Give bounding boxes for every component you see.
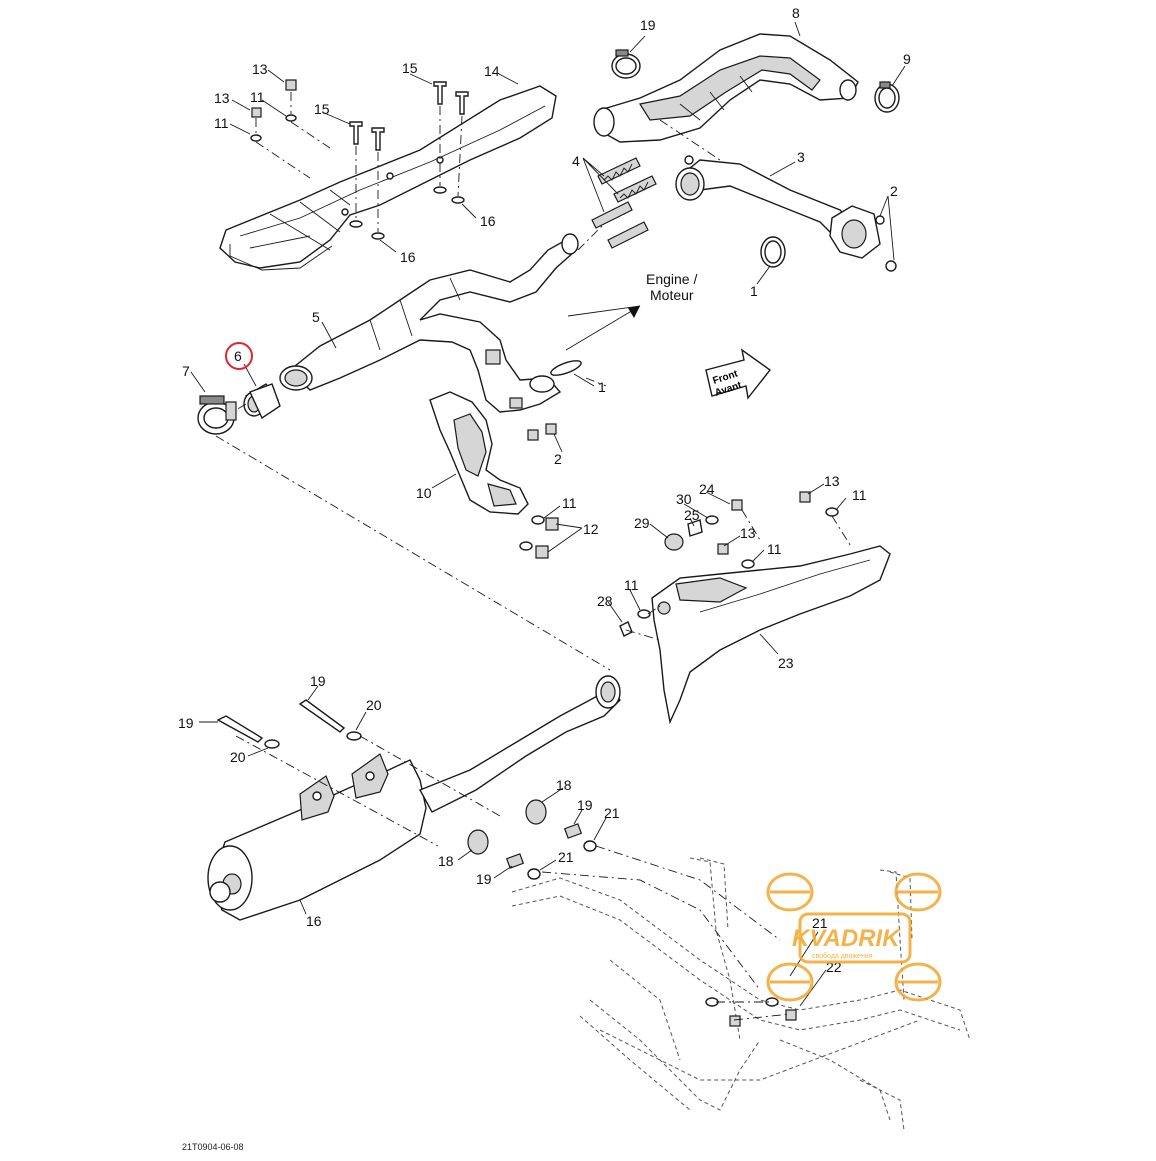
vehicle-frame bbox=[511, 857, 971, 1131]
hose-clamp-9-right bbox=[874, 81, 900, 113]
callout-2: 2 bbox=[554, 451, 562, 467]
callout-23: 21 bbox=[558, 849, 574, 865]
callout-19: 18 bbox=[438, 853, 454, 869]
callout-14: 14 bbox=[484, 63, 500, 79]
gasket-1-lower bbox=[550, 360, 582, 376]
callout-11: 11 bbox=[562, 495, 577, 511]
engine-label-fr: Moteur bbox=[650, 287, 694, 303]
bolt-set-21-22 bbox=[216, 699, 362, 749]
front-pipe-5 bbox=[279, 233, 579, 413]
callout-15: 15 bbox=[402, 60, 418, 76]
watermark-brand: KVADRIK bbox=[792, 925, 901, 952]
highlight-callout-6: 6 bbox=[225, 342, 253, 370]
assembly-lines bbox=[215, 119, 791, 1021]
callout-19: 18 bbox=[556, 777, 572, 793]
header-pipe-3 bbox=[675, 155, 897, 272]
heat-shield-25 bbox=[651, 545, 891, 725]
callout-20: 19 bbox=[476, 871, 492, 887]
callout-11: 11 bbox=[214, 115, 229, 131]
callout-26: 24 bbox=[699, 481, 715, 497]
callout-18: 16 bbox=[306, 913, 322, 929]
exhaust-clamp-7 bbox=[197, 395, 237, 435]
callout-10: 10 bbox=[416, 485, 432, 501]
callout-4: 4 bbox=[572, 153, 580, 169]
callout-9: 9 bbox=[903, 51, 911, 67]
callout-2: 2 bbox=[890, 183, 898, 199]
sleeve-6 bbox=[243, 383, 281, 420]
callout-8: 8 bbox=[792, 5, 800, 21]
fastener-set-25-right bbox=[619, 491, 853, 637]
fastener-set-13-11-left bbox=[250, 79, 331, 179]
callout-7: 7 bbox=[182, 363, 190, 379]
callout-12: 12 bbox=[583, 521, 599, 537]
nut-set-2-mid bbox=[527, 423, 557, 441]
bolt-set-15-16 bbox=[349, 81, 469, 240]
kvadrik-watermark: KVADRIK свобода движения bbox=[766, 872, 942, 1002]
callout-1: 1 bbox=[750, 283, 758, 299]
heat-shield-14 bbox=[219, 85, 557, 271]
callout-15: 15 bbox=[314, 101, 330, 117]
callout-5: 5 bbox=[312, 309, 320, 325]
callout-11: 11 bbox=[250, 89, 265, 105]
front-direction-arrow: Front Avant bbox=[705, 348, 772, 400]
callout-30: 30 bbox=[676, 491, 692, 507]
callout-13: 13 bbox=[214, 90, 230, 106]
callout-21: 19 bbox=[178, 715, 194, 731]
callout-3: 3 bbox=[797, 149, 805, 165]
callout-9: 19 bbox=[640, 17, 656, 33]
callout-16: 16 bbox=[480, 213, 496, 229]
engine-direction-label: Engine / Moteur bbox=[565, 271, 697, 351]
engine-label: Engine / bbox=[646, 271, 697, 287]
watermark-tagline: свобода движения bbox=[812, 952, 873, 960]
callout-1: 1 bbox=[598, 379, 606, 395]
callout-22: 20 bbox=[230, 749, 246, 765]
callout-13: 13 bbox=[824, 473, 840, 489]
callout-27: 25 bbox=[684, 507, 700, 523]
callout-23: 21 bbox=[812, 915, 828, 931]
callout-28: 28 bbox=[597, 593, 613, 609]
callout-23: 21 bbox=[604, 805, 620, 821]
mount-set-19-20-23 bbox=[467, 799, 597, 880]
callout-11: 11 bbox=[624, 577, 639, 593]
callout-11: 11 bbox=[767, 541, 782, 557]
callout-20: 19 bbox=[577, 797, 593, 813]
gasket-1-upper bbox=[760, 236, 786, 268]
fastener-set-11-12 bbox=[519, 515, 559, 559]
heat-shield-10 bbox=[429, 391, 529, 515]
callout-22: 20 bbox=[366, 697, 382, 713]
muffler-18 bbox=[207, 675, 621, 921]
springs-4 bbox=[591, 157, 657, 249]
callout-6: 6 bbox=[234, 348, 242, 364]
callout-11: 11 bbox=[852, 487, 867, 503]
diagram-code: 21T0904-06-08 bbox=[182, 1142, 244, 1152]
hose-clamp-9-left bbox=[611, 49, 641, 79]
callout-21: 19 bbox=[310, 673, 326, 689]
callout-16: 16 bbox=[400, 249, 416, 265]
callout-leaders bbox=[190, 21, 906, 1007]
callout-13: 13 bbox=[252, 61, 268, 77]
callout-13: 13 bbox=[740, 525, 756, 541]
callout-25: 23 bbox=[778, 655, 794, 671]
callout-labels: 19 8 9 14 15 15 13 13 11 11 16 16 4 3 2 … bbox=[178, 5, 911, 975]
callout-29: 29 bbox=[634, 515, 650, 531]
tailpipe-duct-8 bbox=[593, 33, 859, 143]
